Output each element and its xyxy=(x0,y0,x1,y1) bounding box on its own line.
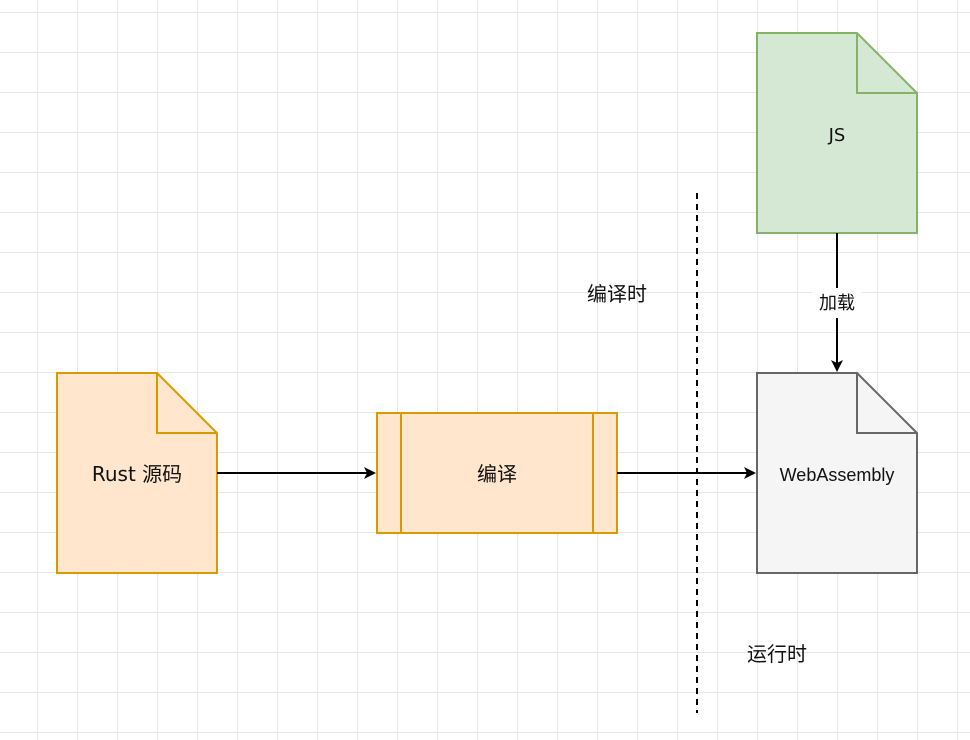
compile-time-label: 编译时 xyxy=(587,282,647,306)
rust-source-node[interactable]: Rust 源码 xyxy=(56,372,218,574)
webassembly-label: WebAssembly xyxy=(780,465,895,485)
rust-source-document-shape xyxy=(56,372,218,574)
rust-source-fold xyxy=(156,373,217,434)
webassembly-document-shape xyxy=(756,372,918,574)
webassembly-node[interactable]: WebAssembly xyxy=(756,372,918,574)
load-label-background xyxy=(812,288,862,318)
compile-node[interactable]: 编译 xyxy=(376,412,618,534)
js-node[interactable]: JS xyxy=(756,32,918,234)
edge-load-label: 加载 xyxy=(819,293,855,314)
rust-source-label: Rust 源码 xyxy=(92,462,182,486)
js-document-shape xyxy=(756,32,918,234)
run-time-label: 运行时 xyxy=(747,642,807,666)
webassembly-fold xyxy=(856,373,917,434)
compile-label: 编译 xyxy=(477,462,517,486)
js-fold xyxy=(856,33,917,94)
js-label: JS xyxy=(828,125,846,146)
compile-process-box xyxy=(376,412,618,534)
